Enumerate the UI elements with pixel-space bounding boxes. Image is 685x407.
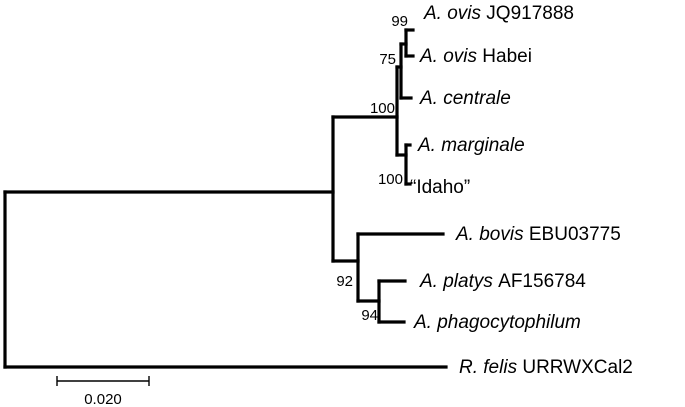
taxon-genus-centrale: A. centrale bbox=[419, 88, 511, 109]
taxon-label-marginale: A. marginale bbox=[417, 135, 525, 156]
scale-bar: 0.020 bbox=[56, 376, 150, 407]
tree-branches bbox=[3, 28, 448, 369]
bootstrap-value-marginale: 100 bbox=[378, 171, 403, 188]
bootstrap-value-platys-phago: 94 bbox=[361, 307, 378, 324]
taxon-strain-ovis-jq: JQ917888 bbox=[481, 3, 574, 24]
taxon-strain-ovis-habei: Habei bbox=[477, 46, 532, 67]
bootstrap-value-bovis-group: 92 bbox=[336, 273, 353, 290]
bootstrap-value-ovis: 99 bbox=[391, 13, 408, 30]
taxon-genus-marginale: A. marginale bbox=[417, 135, 525, 156]
taxon-strain-platys: AF156784 bbox=[493, 271, 586, 292]
taxon-genus-felis: R. felis bbox=[459, 357, 518, 378]
taxon-label-ovis-jq: A. ovis JQ917888 bbox=[423, 3, 574, 24]
bootstrap-value-ovis-group: 100 bbox=[370, 100, 395, 117]
scale-bar-label: 0.020 bbox=[84, 391, 122, 407]
taxon-genus-ovis-jq: A. ovis bbox=[423, 3, 482, 24]
taxon-label-ovis-habei: A. ovis Habei bbox=[419, 46, 532, 67]
taxon-label-platys: A. platys AF156784 bbox=[419, 271, 586, 292]
taxon-genus-phago: A. phagocytophilum bbox=[413, 312, 581, 333]
taxon-label-felis: R. felis URRWXCal2 bbox=[459, 357, 633, 378]
taxon-genus-platys: A. platys bbox=[419, 271, 493, 292]
taxon-genus-bovis: A. bovis bbox=[455, 224, 524, 245]
taxon-genus-ovis-habei: A. ovis bbox=[419, 46, 478, 67]
taxon-label-idaho: “Idaho” bbox=[410, 177, 470, 198]
taxon-label-centrale: A. centrale bbox=[419, 88, 511, 109]
taxon-label-phago: A. phagocytophilum bbox=[413, 312, 581, 333]
taxon-strain-bovis: EBU03775 bbox=[524, 224, 621, 245]
bootstrap-value-ovis-centrale: 75 bbox=[379, 51, 396, 68]
taxon-strain-idaho: “Idaho” bbox=[410, 177, 470, 198]
taxon-strain-felis: URRWXCal2 bbox=[517, 357, 633, 378]
taxon-label-bovis: A. bovis EBU03775 bbox=[455, 224, 621, 245]
